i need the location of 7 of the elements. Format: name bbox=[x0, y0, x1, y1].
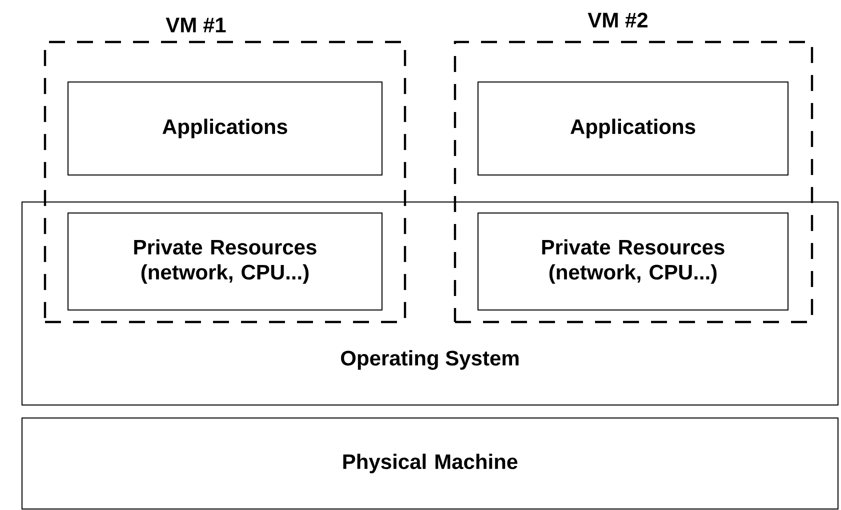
component-box: Applications bbox=[478, 82, 788, 176]
node-label: VM #2 bbox=[588, 12, 648, 28]
component-box: Private Resources (network, CPU...) bbox=[478, 212, 788, 310]
component-box: Applications bbox=[68, 82, 382, 176]
component-box: Private Resources (network, CPU...) bbox=[68, 212, 382, 310]
layer-box: Physical Machine bbox=[22, 418, 838, 510]
node-label: VM #1 bbox=[166, 18, 226, 32]
